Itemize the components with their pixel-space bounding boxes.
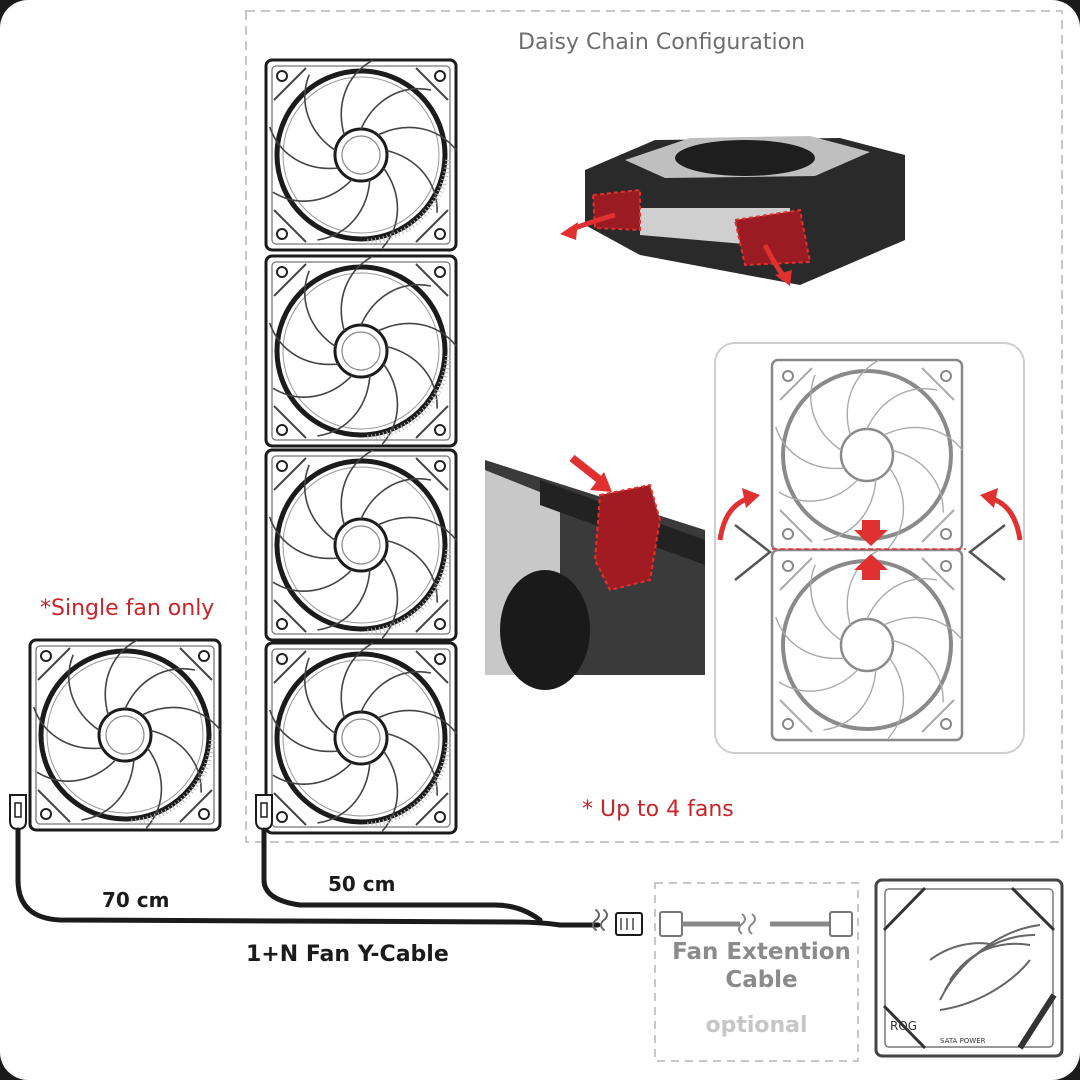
y-cable (15, 827, 608, 931)
cable-length-70: 70 cm (102, 888, 170, 912)
daisy-chain-fan-4 (266, 642, 457, 833)
fan-controller-hub: ROG SATA POWER (874, 878, 1064, 1058)
fan-side-connector-illustration (560, 136, 905, 286)
fan-join-arrows (717, 488, 1023, 581)
daisy-chain-plug (255, 794, 273, 830)
daisy-chain-fan-1 (266, 59, 457, 250)
connector-closeup-illustration (485, 454, 705, 690)
single-fan (30, 639, 221, 830)
y-cable-connector (615, 912, 643, 936)
daisy-chain-frame (245, 10, 1063, 843)
y-cable-label: 1+N Fan Y-Cable (246, 942, 449, 967)
controller-port-text: SATA POWER (940, 1037, 986, 1045)
controller-logo-text: ROG (890, 1019, 917, 1033)
page-title: Daisy Chain Configuration (518, 30, 806, 55)
daisy-chain-fan-3 (266, 449, 457, 640)
single-fan-plug (9, 794, 27, 830)
up-to-fans-note: * Up to 4 fans (582, 797, 734, 822)
extension-cable-label: Fan Extention Cable (672, 939, 851, 993)
optional-label: optional (705, 1013, 808, 1038)
single-fan-note: *Single fan only (40, 596, 215, 621)
cable-length-50: 50 cm (328, 872, 396, 896)
extension-cable-frame (654, 882, 859, 1062)
extension-cable (659, 911, 853, 937)
daisy-chain-fan-2 (266, 255, 457, 446)
